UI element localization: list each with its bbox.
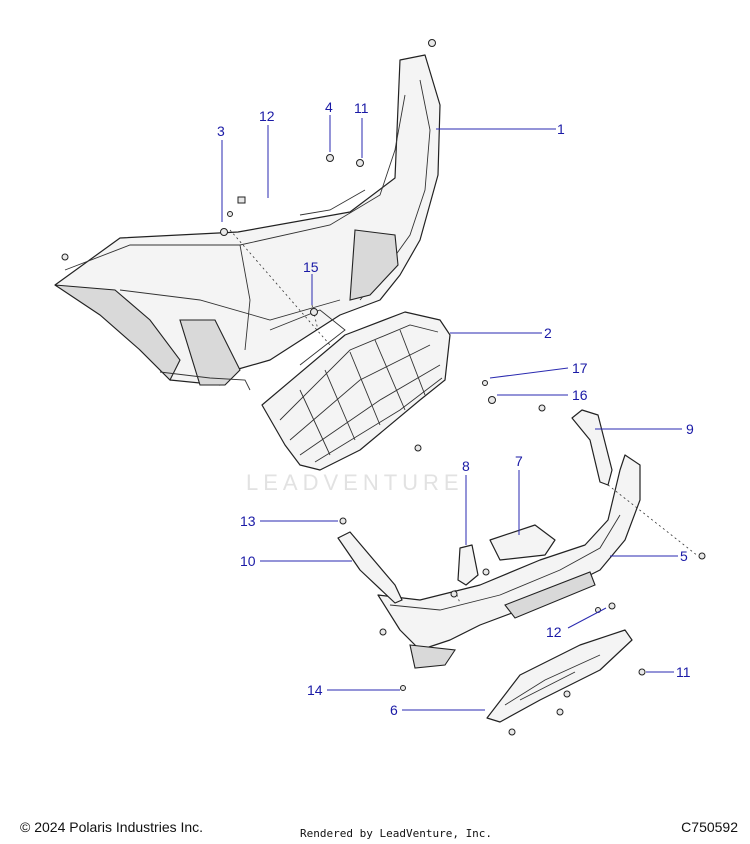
callout-14: 14 — [307, 682, 323, 698]
small-bracket — [457, 544, 479, 586]
watermark: LEADVENTURE — [246, 470, 464, 495]
lower-bumper — [377, 454, 641, 669]
front-frame-assembly — [54, 54, 441, 391]
callout-11-bottom: 11 — [676, 664, 691, 680]
callout-15: 15 — [303, 259, 319, 275]
leader-lines — [221, 115, 682, 711]
callout-10: 10 — [240, 553, 256, 569]
side-trim-right — [571, 409, 613, 486]
callout-1: 1 — [557, 121, 565, 137]
rendered-by-text: Rendered by LeadVenture, Inc. — [300, 827, 493, 840]
callout-7: 7 — [515, 453, 523, 469]
diagram-id: C750592 — [681, 819, 738, 835]
mount-bracket — [489, 524, 556, 561]
callout-12-top: 12 — [259, 108, 275, 124]
callout-16: 16 — [572, 387, 588, 403]
front-grille — [261, 311, 451, 471]
callout-8: 8 — [462, 458, 470, 474]
callout-9: 9 — [686, 421, 694, 437]
skid-plate — [486, 629, 633, 723]
callout-5: 5 — [680, 548, 688, 564]
callout-6: 6 — [390, 702, 398, 718]
callout-11-top: 11 — [354, 100, 369, 116]
callout-labels: 1 2 3 4 5 6 7 8 9 10 11 11 12 12 13 14 1… — [217, 99, 694, 718]
callout-12-bottom: 12 — [546, 624, 562, 640]
callout-3: 3 — [217, 123, 225, 139]
copyright-text: © 2024 Polaris Industries Inc. — [20, 819, 204, 835]
callout-17: 17 — [572, 360, 588, 376]
callout-13: 13 — [240, 513, 256, 529]
alignment-lines — [229, 229, 699, 604]
side-trim-left — [337, 531, 403, 604]
callout-2: 2 — [544, 325, 552, 341]
callout-4: 4 — [325, 99, 333, 115]
hardware — [61, 39, 706, 736]
